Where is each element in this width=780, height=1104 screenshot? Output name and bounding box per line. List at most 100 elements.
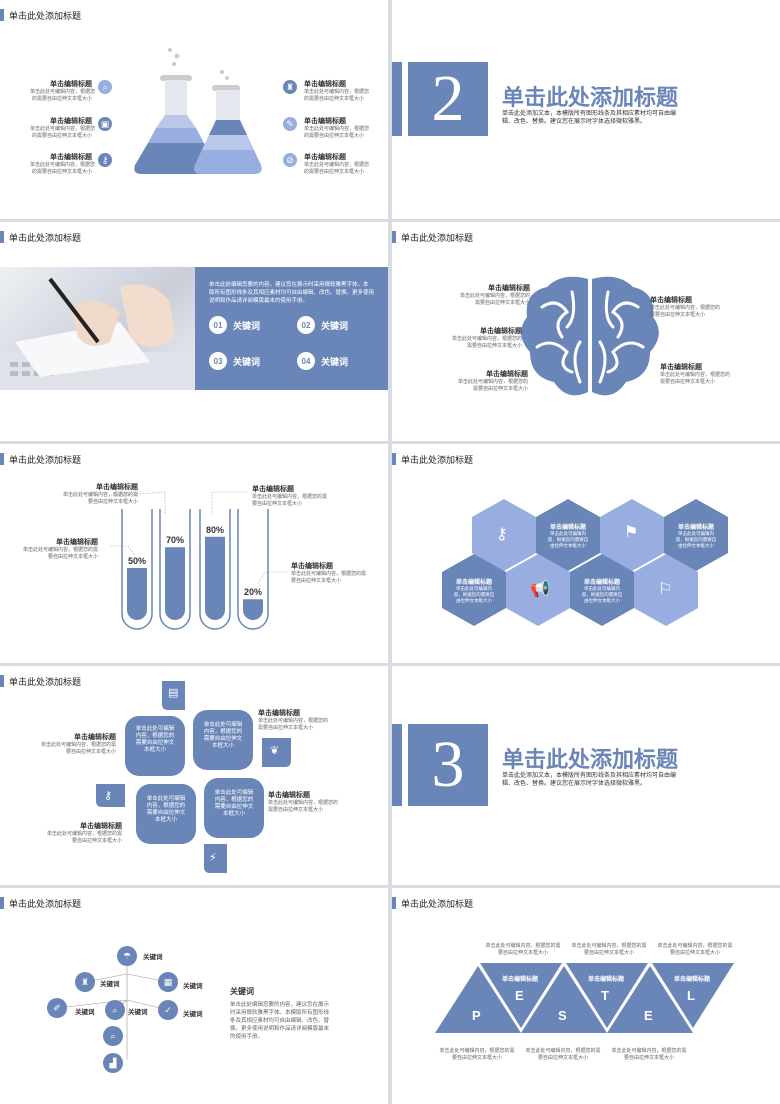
check-icon[interactable]: ✓: [158, 1000, 178, 1020]
chart-icon[interactable]: ▟: [103, 1053, 123, 1073]
list-item: 单击此处可编辑内容，根据您的需要自由拉伸文本框大小: [439, 1048, 515, 1061]
tube-outline: [237, 509, 269, 630]
list-item: 单击编辑标题单击此处可编辑内容，根据您的需要自由拉伸文本框大小: [268, 792, 339, 813]
slide-8[interactable]: 3 单击此处添加标题 单击此处添加文本，本模版所有图形线条及其相应素材均可自由编…: [392, 666, 780, 885]
search-icon[interactable]: ⌕: [103, 1026, 123, 1046]
list-item: 单击此处可编辑内容，根据您的需要自由拉伸文本框大小: [657, 943, 733, 956]
tree-label: 关键词: [183, 983, 203, 990]
list-item: 单击编辑标题单击此处可编辑内容，根据您的需要自由拉伸文本框大小: [451, 328, 522, 349]
list-item: 单击编辑标题 单击此处可编辑内容，根据您 的需要自由拉伸文本框大小: [30, 118, 96, 139]
slide-title: 单击此处添加标题: [392, 230, 473, 244]
section-number: 3: [408, 724, 488, 806]
slide-title: 单击此处添加标题: [0, 230, 81, 244]
search-icon[interactable]: ⌕: [105, 1000, 125, 1020]
list-item: 单击编辑标题单击此处可编辑内容，根据您的需要自由拉伸文本框大小: [252, 486, 328, 507]
pencil-icon: ✎: [283, 117, 297, 131]
slide-title: 单击此处添加标题: [0, 896, 81, 910]
slide-1[interactable]: 单击此处添加标题 ⌕ ▣ ⚷ ♜ ✎ ⊘ 单击编辑标题 单击此处可编辑内容，根据…: [0, 0, 388, 219]
tri-label: 单击编辑标题: [588, 977, 625, 983]
tube-label: 70%: [166, 535, 184, 545]
pestel-letter: E: [515, 988, 524, 1003]
list-item: 单击编辑标题单击此处可编辑内容，根据您的需要自由拉伸文本框大小: [291, 563, 367, 584]
brush-icon[interactable]: ✐: [47, 998, 67, 1018]
slide-title: 单击此处添加标题: [392, 896, 473, 910]
pestel-letter: L: [687, 988, 695, 1003]
petal-diagram: [96, 681, 291, 873]
tag-icon: ⊘: [283, 153, 297, 167]
slide-10[interactable]: 单击此处添加标题 P E S T E L 单击编辑标题 单击编辑标题 单击编辑标…: [392, 888, 780, 1104]
lightning-icon: ⚡: [209, 852, 217, 864]
tube-label: 20%: [244, 587, 262, 597]
content-panel: 单击此处编辑您要的内容，建议您在展示时采用微软雅黑字体。本版所有图形线条及其相应…: [195, 267, 388, 390]
section-subtitle: 单击此处添加文本，本模版所有图形线条及其相应素材均可自由编辑、改色、替换。建议您…: [502, 111, 677, 125]
keyword-01[interactable]: 01 关键词: [209, 316, 260, 334]
list-item: 单击编辑标题单击此处可编辑内容，根据您的需要自由拉伸文本框大小: [459, 285, 530, 306]
list-item: 单击编辑标题单击此处可编辑内容，根据您的需要自由拉伸文本框大小: [258, 710, 329, 731]
tree-label: 关键词: [100, 981, 120, 988]
test-tube-chart: 50%70%80%20%: [109, 491, 288, 630]
slide-2[interactable]: 2 单击此处添加标题 单击此处添加文本，本模版所有图形线条及其相应素材均可自由编…: [392, 0, 780, 219]
slide-title: 单击此处添加标题: [392, 452, 473, 466]
tube-outline: [199, 509, 231, 630]
slide-6[interactable]: 单击此处添加标题 ⚷ ⚑ 📢 ⚐ 单击编辑标题 单击此处可编辑内容，根据您的需要…: [392, 444, 780, 663]
slide-5[interactable]: 单击此处添加标题 50%70%80%20% 单击编辑标题单击此处可编辑内容，根据…: [0, 444, 388, 663]
hex-text: 单击编辑标题 单击此处可编辑内容，根据您的需要自由拉伸文本框大小: [453, 580, 495, 603]
trophy-icon[interactable]: ♜: [75, 972, 95, 992]
accent-bar: [392, 724, 402, 806]
list-item: 单击编辑标题 单击此处可编辑内容，根据您 的需要自由拉伸文本框大小: [304, 81, 370, 102]
tube-fill: [205, 536, 225, 620]
box-text: 单击此处可编辑内容，根据您的需要自由拉伸文本框大小: [146, 796, 186, 823]
search-icon: ⌕: [98, 80, 112, 94]
slide-title: 单击此处添加标题: [0, 674, 81, 688]
tube-label: 50%: [128, 556, 146, 566]
side-text: 关键词 单击此处编辑您要的内容，建议您在展示 时采用微软雅黑字体。本模版所有图形…: [230, 987, 330, 1040]
tube-fill: [127, 568, 147, 620]
keyword-04[interactable]: 04 关键词: [297, 352, 348, 370]
pestel-diagram: [435, 963, 734, 1033]
list-item: 单击编辑标题单击此处可编辑内容，根据您的需要自由拉伸文本框大小: [650, 297, 721, 318]
list-item: 单击编辑标题单击此处可编辑内容，根据您的需要自由拉伸文本框大小: [46, 823, 122, 844]
pestel-letter: E: [644, 1008, 653, 1023]
tree-label: 关键词: [143, 954, 163, 961]
brain-icon: [521, 276, 659, 396]
section-title: 单击此处添加标题: [502, 85, 679, 110]
tree-label: 关键词: [128, 1009, 148, 1016]
keyword-03[interactable]: 03 关键词: [209, 352, 260, 370]
tri-label: 单击编辑标题: [502, 977, 539, 983]
umbrella-icon[interactable]: ☂: [117, 946, 137, 966]
list-item: 单击编辑标题 单击此处可编辑内容，根据您 的需要自由拉伸文本框大小: [30, 154, 96, 175]
flask-illustration: [134, 48, 262, 174]
accent-bar: [392, 62, 402, 136]
keyword-02[interactable]: 02 关键词: [297, 316, 348, 334]
tube-outline: [121, 509, 153, 630]
list-item: 单击此处可编辑内容，根据您的需要自由拉伸文本框大小: [485, 943, 561, 956]
pestel-letter: S: [558, 1008, 567, 1023]
slide-7[interactable]: 单击此处添加标题 ▤ ❦ ⚷ ⚡ 单击此处可编辑内容，根据您的需要自由拉伸文本框…: [0, 666, 388, 885]
hex-text: 单击编辑标题 单击此处可编辑内容，根据您的需要自由拉伸文本框大小: [547, 525, 589, 548]
list-item: 单击编辑标题单击此处可编辑内容，根据您的需要自由拉伸文本框大小: [660, 364, 731, 385]
section-number: 2: [408, 62, 488, 136]
key-icon: ⚷: [496, 526, 508, 543]
list-item: 单击此处可编辑内容，根据您的需要自由拉伸文本框大小: [611, 1048, 687, 1061]
list-item: 单击编辑标题 单击此处可编辑内容，根据您 的需要自由拉伸文本框大小: [30, 81, 96, 102]
list-item: 单击编辑标题单击此处可编辑内容，根据您的需要自由拉伸文本框大小: [22, 539, 98, 560]
slide-9[interactable]: 单击此处添加标题 ☂ ♜ ▦ ✐ ⌕ ✓ ⌕ ▟ 关键词 关键词 关键词 关键词…: [0, 888, 388, 1104]
keyword-tree: [56, 966, 169, 1060]
calendar-icon[interactable]: ▦: [158, 972, 178, 992]
pestel-letter: P: [472, 1008, 481, 1023]
section-subtitle: 单击此处添加文本，本模版所有图形线条及其相应素材均可自由编辑、改色、替换。建议您…: [502, 773, 677, 787]
key-icon: ⚷: [104, 790, 113, 802]
tube-fill: [243, 599, 263, 620]
flag-icon: ⚑: [624, 524, 639, 541]
megaphone-icon: 📢: [530, 581, 550, 598]
slide-4[interactable]: 单击此处添加标题 单击编辑标题单击此处可编辑内容，根据您的需要自由拉伸文本框大小…: [392, 222, 780, 441]
tree-label: 关键词: [75, 1009, 95, 1016]
trophy-icon: ♜: [283, 80, 297, 94]
book-icon: ▤: [168, 687, 179, 699]
slide-3[interactable]: 单击此处添加标题 单击此处编辑您要的内容，建议您在展示时采用微软雅黑字体。本版所…: [0, 222, 388, 441]
list-item: 单击编辑标题单击此处可编辑内容，根据您的需要自由拉伸文本框大小: [40, 734, 116, 755]
key-icon: ⚷: [98, 153, 112, 167]
tri-label: 单击编辑标题: [674, 977, 711, 983]
list-item: 单击编辑标题单击此处可编辑内容，根据您的需要自由拉伸文本框大小: [62, 484, 138, 505]
hex-text: 单击编辑标题 单击此处可编辑内容，根据您的需要自由拉伸文本框大小: [675, 525, 717, 548]
